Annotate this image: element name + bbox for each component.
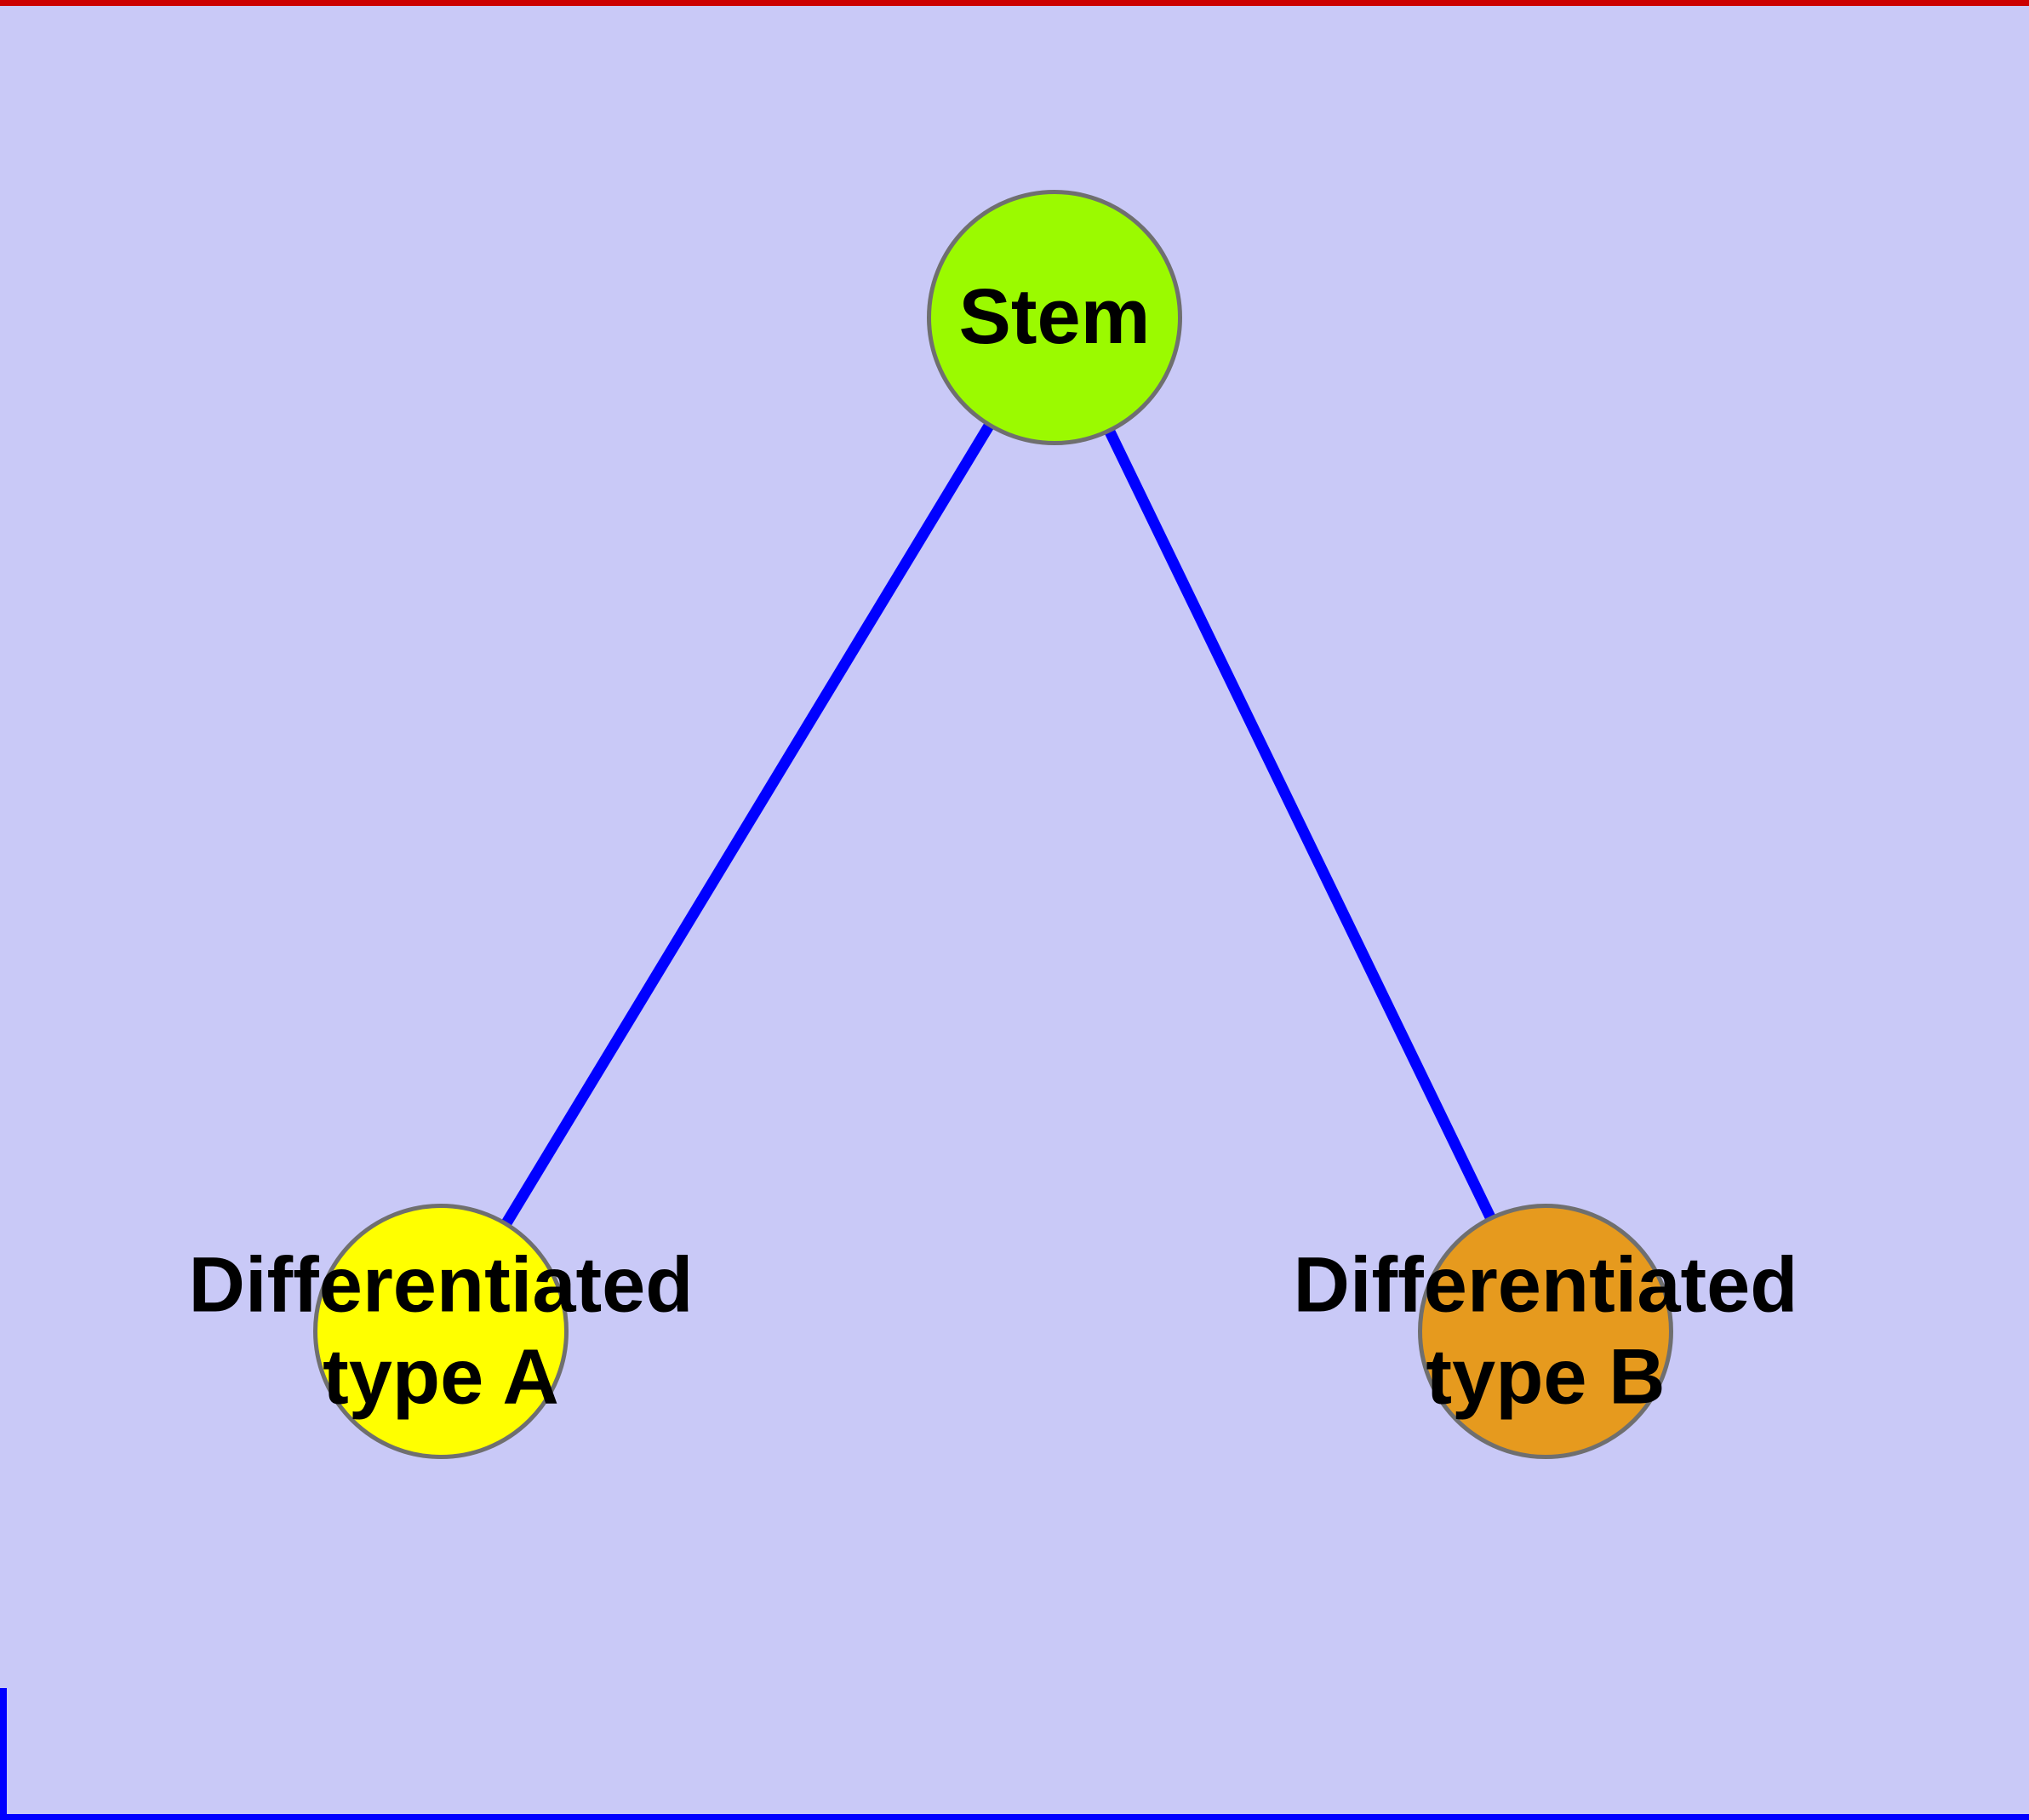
node-stem (927, 190, 1182, 445)
edge-stem-to-type-b (1049, 315, 1551, 1334)
bottom-left-border-strip (0, 1688, 7, 1820)
node-differentiated-type-b (1418, 1204, 1673, 1459)
edge-stem-to-type-a (436, 314, 1060, 1335)
bottom-border-line (0, 1814, 2029, 1820)
top-border-line (0, 0, 2029, 6)
node-differentiated-type-a (313, 1204, 569, 1459)
